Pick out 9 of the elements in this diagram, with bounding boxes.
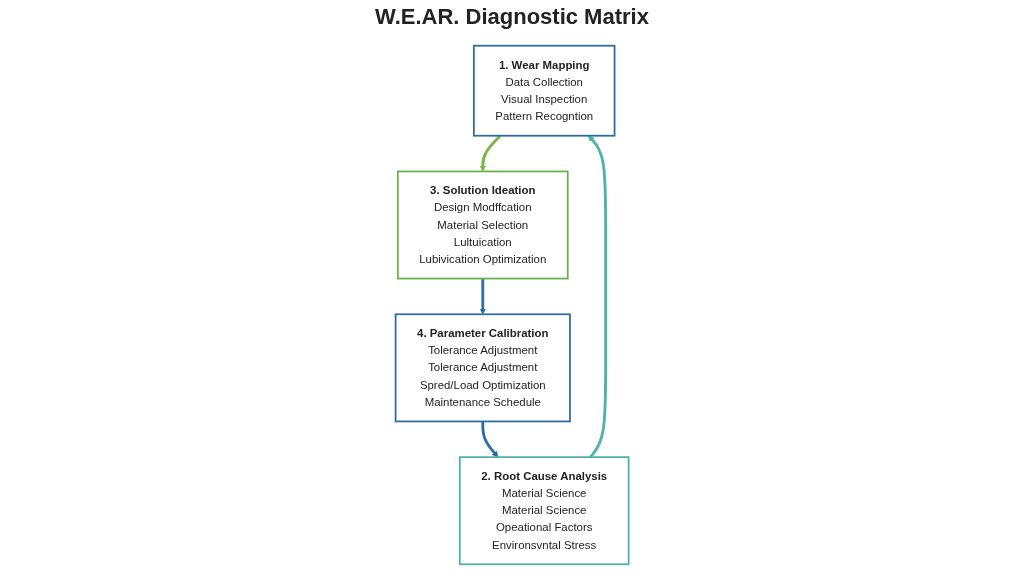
node-box: 2. Root Cause Analysis Material Science Material Science Opeational Factors Environsvntal Stress bbox=[458, 456, 630, 566]
node-box: 4. Parameter Calibration Tolerance Adjustment Tolerance Adjustment Spred/Load Optimization Maintenance Schedule bbox=[394, 313, 571, 423]
arrow bbox=[481, 421, 499, 458]
arrow bbox=[479, 278, 486, 315]
diagram-title: W.E.AR. Diagnostic Matrix bbox=[374, 4, 650, 30]
arrow bbox=[479, 134, 502, 172]
node-box: 3. Solution Ideation Design Modffcation Material Selection Lultuication Lubivication Optimization bbox=[396, 170, 569, 280]
node-box: 1. Wear Mapping Data Collection Visual Inspection Pattern Recogntion bbox=[472, 44, 616, 137]
arrow bbox=[587, 135, 607, 459]
